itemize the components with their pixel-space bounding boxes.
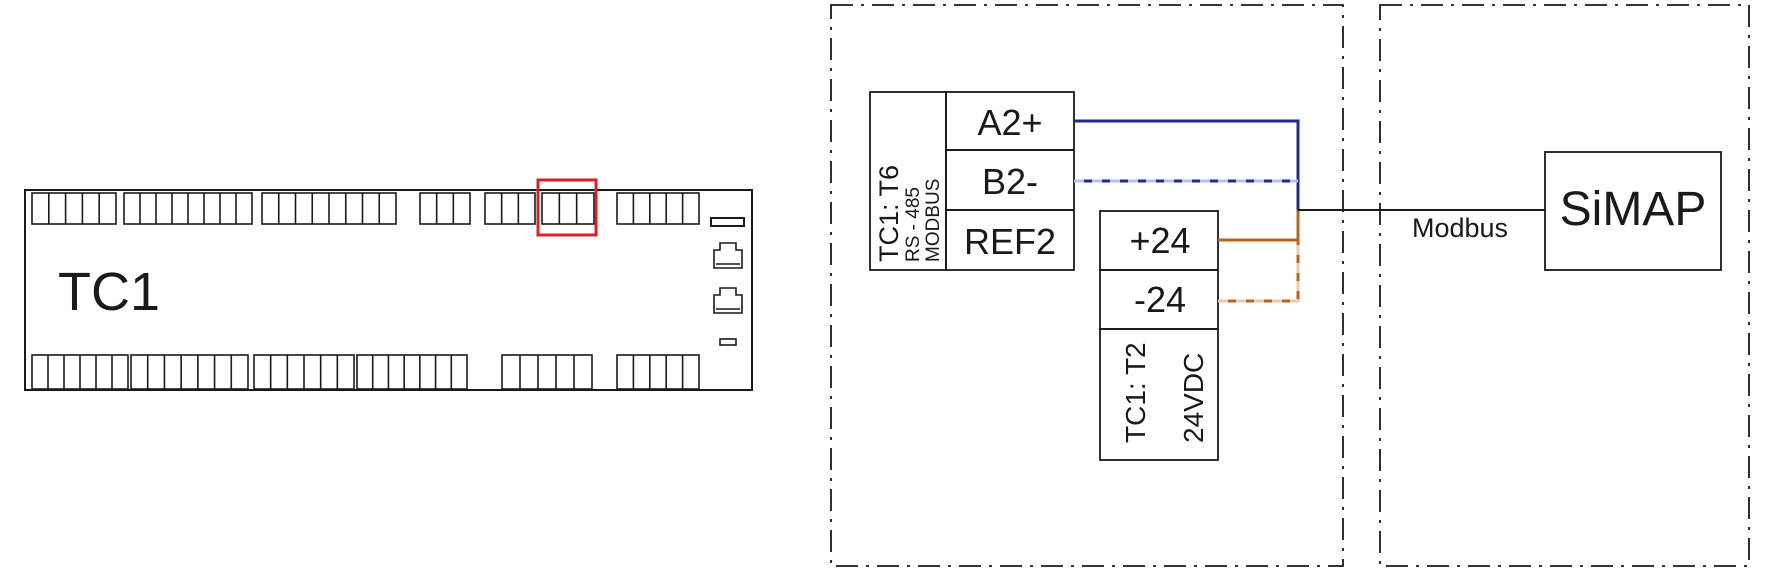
wire-a2 [1074,119,1300,210]
controller-tc1: TC1 [24,178,753,391]
panel-boundary-device [1379,4,1750,567]
terminal-strip [541,192,595,225]
wire-plus24 [1218,210,1300,242]
t2-block-title: TC1: T2 [1120,342,1151,443]
terminal-strip [616,192,700,225]
rs485-wires [1074,119,1300,210]
t2-label-cell [1099,328,1219,461]
power-wires [1218,210,1300,303]
terminal-a2-label: A2+ [977,102,1042,143]
ethernet-port-icon [713,287,743,314]
top-terminal-strips [31,192,700,225]
modbus-bus-label: Modbus [1412,213,1508,243]
terminal-strip [616,354,700,390]
panel-boundary-controller [830,4,1344,567]
terminal-block-t2: +24 -24 TC1: T2 24VDC [1099,210,1219,461]
t6-block-bus: MODBUS [923,179,944,262]
terminal-block-t6: A2+ B2- REF2 TC1: T6 RS - 485 MODBUS [869,91,1075,271]
device-name: SiMAP [1560,183,1707,236]
terminal-strip [484,192,536,225]
terminal-strip [31,192,117,225]
t2-block-voltage: 24VDC [1178,353,1209,443]
terminal-b2-label: B2- [982,161,1038,202]
bottom-terminal-strips [31,354,700,390]
terminal-ref2-cell [945,209,1075,271]
t6-block-title: TC1: T6 [874,165,904,262]
highlighted-terminal-t6 [536,178,598,237]
controller-name: TC1 [58,262,160,322]
wire-minus24 [1218,240,1300,303]
t6-block-protocol: RS - 485 [903,187,924,262]
device-simap: SiMAP [1544,151,1722,271]
terminal-strip [419,192,471,225]
mini-usb-port-icon [719,338,737,346]
terminal-strip [501,354,593,390]
usb-port-icon [710,217,745,227]
ethernet-port-icon [713,242,743,269]
terminal-minus24-label: -24 [1134,279,1186,320]
terminal-strip [130,354,249,390]
device-outline [1544,151,1722,271]
wire-minus24-shield [1218,240,1300,303]
terminal-plus24-label: +24 [1129,220,1190,261]
terminal-ref2-label: REF2 [964,221,1056,262]
terminal-strip [356,354,468,390]
controller-outline [24,189,753,391]
